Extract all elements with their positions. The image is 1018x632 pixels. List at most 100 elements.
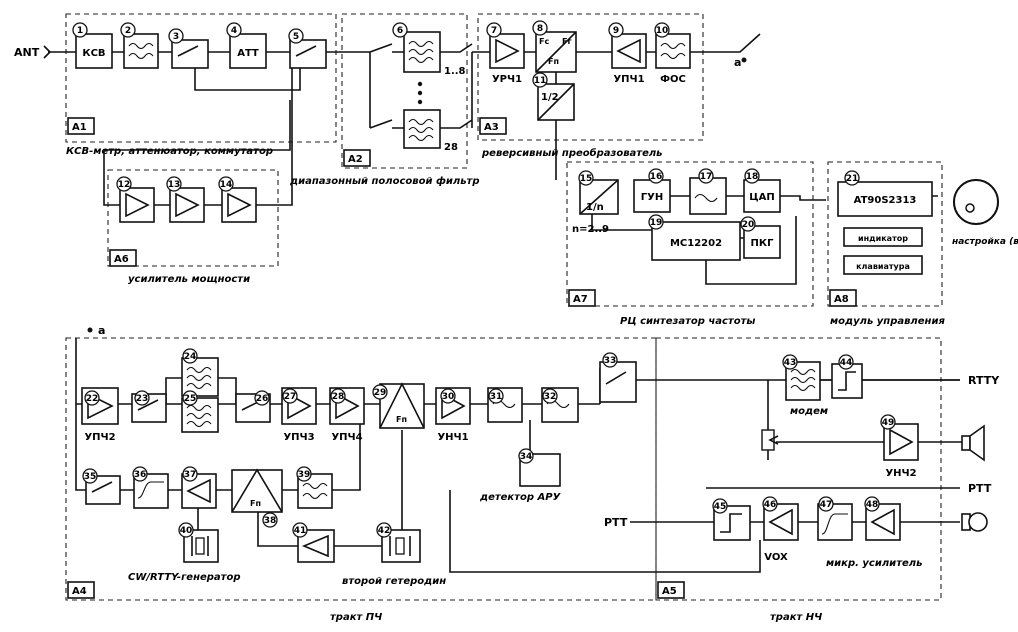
encoder-knob-icon	[953, 179, 999, 225]
wire-to-pa	[103, 100, 291, 206]
svg-text:1: 1	[77, 26, 83, 36]
block-41-amp: 41	[292, 522, 335, 563]
block-12-amp: 12	[116, 176, 155, 223]
svg-text:УПЧ4: УПЧ4	[331, 432, 362, 443]
volume-control	[761, 429, 779, 451]
block-2-filter: 2	[120, 22, 159, 69]
svg-text:37: 37	[184, 470, 197, 480]
block-45-trigger: 45 VOX	[712, 498, 788, 563]
block-25-filter: 25	[181, 390, 219, 433]
module-a3-tag: A3	[479, 117, 507, 135]
module-a7-tag: A7	[568, 289, 596, 307]
svg-text:40: 40	[180, 526, 193, 536]
svg-text:УПЧ2: УПЧ2	[84, 432, 115, 443]
svg-text:39: 39	[298, 470, 311, 480]
svg-text:27: 27	[284, 392, 297, 402]
svg-text:10: 10	[656, 26, 669, 36]
block-18-dac: ЦАП 18	[743, 168, 781, 213]
svg-text:6: 6	[397, 26, 403, 36]
svg-text:11: 11	[534, 76, 547, 86]
wire-a7-chain	[591, 195, 938, 231]
svg-text:47: 47	[820, 500, 833, 510]
svg-text:индикатор: индикатор	[858, 234, 908, 243]
wire-ctrl-loop	[705, 216, 797, 285]
block-19-pll: MC12202 19	[648, 214, 741, 261]
wire-mic-back	[449, 490, 761, 573]
keyboard-block: клавиатура	[843, 255, 923, 275]
svg-text:A3: A3	[484, 122, 499, 133]
module-a4-tag: A4	[67, 581, 95, 599]
svg-text:A6: A6	[114, 254, 129, 265]
svg-text:Fг: Fг	[562, 37, 572, 46]
wire-agc	[401, 420, 531, 540]
svg-text:48: 48	[866, 500, 879, 510]
module-a6-tag: A6	[109, 249, 137, 267]
block-10-filter: 10 ФОС	[654, 22, 691, 85]
wire-a2-in-out	[369, 43, 490, 53]
svg-text:ГУН: ГУН	[641, 192, 663, 203]
svg-text:второй гетеродин: второй гетеродин	[342, 576, 446, 587]
output-a-top: a	[734, 56, 747, 69]
svg-text:УПЧ3: УПЧ3	[283, 432, 314, 443]
svg-text:1/n: 1/n	[586, 202, 604, 213]
svg-text:46: 46	[764, 500, 777, 510]
wire-bypass	[194, 64, 301, 91]
ptt-input: PTT	[604, 516, 628, 529]
tuning-caption: настройка (валкодер)	[952, 237, 1018, 247]
svg-text:22: 22	[86, 394, 99, 404]
svg-text:41: 41	[294, 526, 307, 536]
svg-text:14: 14	[220, 180, 233, 190]
module-a8-caption: модуль управления	[830, 316, 945, 327]
block-24-filter: 24	[181, 348, 219, 397]
block-4: АТТ 4	[226, 22, 267, 69]
block-38-mixer: Fп 38	[231, 468, 283, 528]
svg-text:9: 9	[613, 26, 619, 36]
module-a2-caption: диапазонный полосовой фильтр	[289, 175, 480, 187]
svg-text:ФОС: ФОС	[660, 74, 686, 85]
svg-text:17: 17	[700, 172, 713, 182]
block-5-switch: 5	[288, 28, 327, 69]
module-a5-tag: A5	[657, 581, 685, 599]
svg-text:Fс: Fс	[539, 37, 549, 46]
block-22-amp: 22 УПЧ2	[81, 387, 119, 443]
module-a2-tag: A2	[343, 149, 371, 167]
svg-text:MC12202: MC12202	[670, 238, 722, 249]
svg-text:8: 8	[537, 24, 543, 34]
indicator-block: индикатор	[843, 227, 923, 247]
svg-text:20: 20	[742, 220, 755, 230]
svg-text:КСВ: КСВ	[82, 48, 105, 59]
svg-text:23: 23	[136, 394, 149, 404]
svg-text:33: 33	[604, 356, 617, 366]
block-44-trigger: 44	[831, 354, 863, 399]
block-6-filter: 6 1..8	[392, 22, 466, 77]
module-a5-caption: тракт НЧ	[770, 612, 822, 623]
block-49-amp: 49 УНЧ2	[880, 414, 919, 479]
svg-text:a: a	[98, 324, 105, 337]
svg-text:клавиатура: клавиатура	[856, 262, 910, 271]
block-21-mcu: AT90S2313 21	[837, 170, 933, 217]
svg-text:n=2..9: n=2..9	[572, 224, 609, 235]
block-28-amp: 28 УПЧ4	[329, 387, 365, 443]
svg-text:32: 32	[544, 392, 557, 402]
svg-text:19: 19	[650, 218, 663, 228]
svg-text:модем: модем	[790, 406, 828, 417]
svg-text:43: 43	[784, 358, 797, 368]
block-9-amp: 9 УПЧ1	[608, 22, 647, 85]
block-14-amp: 14	[218, 176, 257, 223]
input-a-bottom: a	[87, 324, 105, 337]
module-a8-tag: A8	[829, 289, 857, 307]
module-a3-caption: реверсивный преобразователь	[481, 147, 663, 159]
module-a1-frame	[65, 13, 337, 143]
block-6-filter-28: 28	[403, 109, 458, 153]
svg-text:детектор АРУ: детектор АРУ	[479, 492, 562, 503]
wire-modem	[767, 379, 960, 460]
block-47-limiter: 47	[817, 496, 853, 541]
speaker-icon	[961, 424, 985, 462]
wire-a2-rails	[369, 52, 473, 128]
module-a7-frame	[566, 161, 814, 307]
wire-tx-chain	[75, 404, 361, 491]
svg-text:18: 18	[746, 172, 759, 182]
block-37-amp: 37	[181, 466, 217, 509]
svg-text:35: 35	[84, 472, 97, 482]
